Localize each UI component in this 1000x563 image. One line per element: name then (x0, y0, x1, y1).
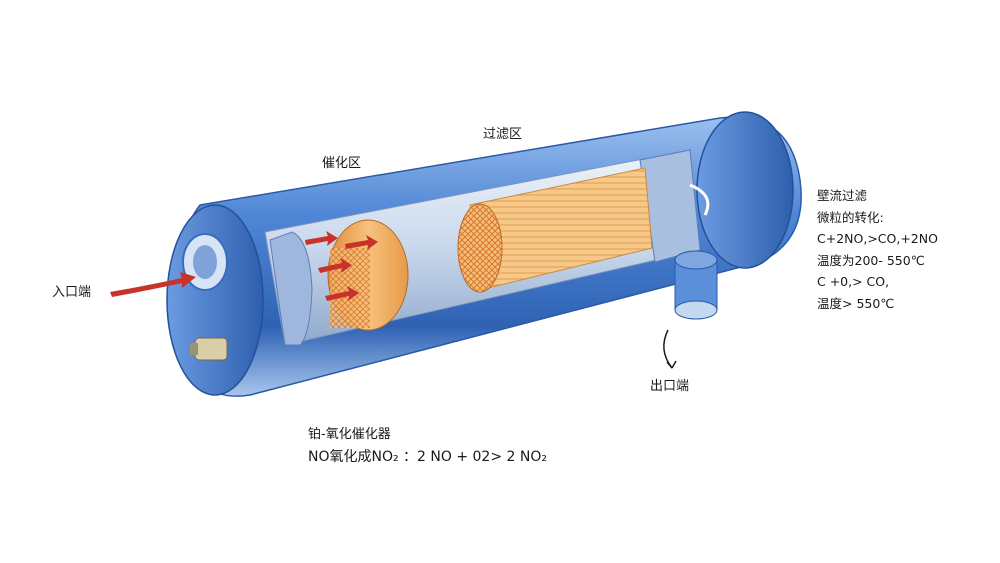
inlet-label: 入口端 (52, 285, 92, 300)
note-line: C+2NO,>CO,+2NO (817, 231, 938, 246)
filter-substrate (457, 167, 653, 293)
note-line: C +0,> CO, (817, 274, 890, 289)
note-line: 温度为200- 550℃ (817, 252, 925, 268)
inlet-pipe (182, 233, 228, 291)
note-line: 温度> 550℃ (817, 295, 895, 311)
oxidation-equation: NO氧化成NO₂ ：2 NO + 02> 2 NO₂ (308, 449, 547, 465)
note-line: 壁流过滤 (817, 188, 868, 203)
outlet-pipe (674, 250, 718, 320)
flow-arrows (110, 231, 378, 301)
wall-flow-filtration-note: 壁流过滤 微粒的转化: C+2NO,>CO,+2NO 温度为200- 550℃ … (817, 185, 938, 314)
catalyst-zone-label: 催化区 (322, 156, 362, 171)
note-line: 微粒的转化: (817, 209, 884, 225)
oxidation-catalyst-title: 铂-氧化催化器 (308, 427, 391, 442)
filter-zone-label: 过滤区 (483, 127, 523, 142)
outlet-label: 出口端 (650, 379, 690, 394)
outlet-flow-arrow (663, 329, 677, 369)
oxidation-catalyst-note: 铂-氧化催化器 NO氧化成NO₂ ：2 NO + 02> 2 NO₂ (308, 424, 547, 468)
sensor-port (190, 337, 228, 361)
return-flow-arrow (689, 183, 710, 216)
